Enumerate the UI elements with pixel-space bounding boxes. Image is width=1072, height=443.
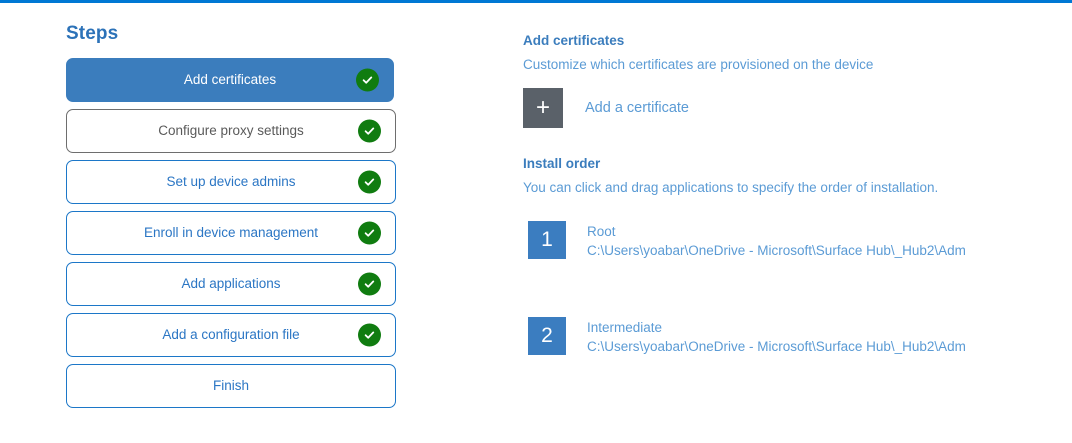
install-order-item[interactable]: 1 Root C:\Users\yoabar\OneDrive - Micros… xyxy=(523,221,1053,260)
step-button-set-up-device-admins[interactable]: Set up device admins xyxy=(66,160,396,204)
step-button-finish[interactable]: Finish xyxy=(66,364,396,408)
wizard-page: Steps Add certificates Configure proxy s… xyxy=(0,3,1072,443)
check-circle-icon xyxy=(358,324,381,347)
check-circle-icon xyxy=(358,171,381,194)
detail-panel: Add certificates Customize which certifi… xyxy=(523,3,1053,414)
step-label: Set up device admins xyxy=(166,175,295,189)
install-order-title: Install order xyxy=(523,156,1053,171)
step-button-enroll-in-device-management[interactable]: Enroll in device management xyxy=(66,211,396,255)
install-order-subtitle: You can click and drag applications to s… xyxy=(523,180,1053,195)
add-certificates-title: Add certificates xyxy=(523,33,1053,48)
step-button-add-a-configuration-file[interactable]: Add a configuration file xyxy=(66,313,396,357)
install-item-text: Intermediate C:\Users\yoabar\OneDrive - … xyxy=(587,317,966,356)
steps-list: Add certificates Configure proxy setting… xyxy=(66,58,398,408)
step-label: Add applications xyxy=(181,277,280,291)
steps-panel: Steps Add certificates Configure proxy s… xyxy=(66,3,398,415)
check-circle-icon xyxy=(358,273,381,296)
certificate-name: Intermediate xyxy=(587,318,966,337)
install-item-text: Root C:\Users\yoabar\OneDrive - Microsof… xyxy=(587,221,966,260)
step-label: Add a configuration file xyxy=(162,328,299,342)
step-button-add-applications[interactable]: Add applications xyxy=(66,262,396,306)
order-number-badge: 2 xyxy=(528,317,566,355)
step-button-configure-proxy-settings[interactable]: Configure proxy settings xyxy=(66,109,396,153)
check-circle-icon xyxy=(356,69,379,92)
step-label: Configure proxy settings xyxy=(158,124,304,138)
step-label: Add certificates xyxy=(184,73,276,87)
check-circle-icon xyxy=(358,120,381,143)
add-a-certificate-link[interactable]: Add a certificate xyxy=(585,100,689,116)
plus-icon: + xyxy=(536,96,550,120)
install-order-list: 1 Root C:\Users\yoabar\OneDrive - Micros… xyxy=(523,221,1053,357)
certificate-name: Root xyxy=(587,222,966,241)
steps-heading: Steps xyxy=(66,23,398,45)
add-certificates-subtitle: Customize which certificates are provisi… xyxy=(523,57,1053,72)
certificate-path: C:\Users\yoabar\OneDrive - Microsoft\Sur… xyxy=(587,337,966,356)
add-certificate-row[interactable]: + Add a certificate xyxy=(523,88,1053,128)
step-label: Finish xyxy=(213,379,249,393)
plus-icon-button[interactable]: + xyxy=(523,88,563,128)
certificate-path: C:\Users\yoabar\OneDrive - Microsoft\Sur… xyxy=(587,241,966,260)
order-number-badge: 1 xyxy=(528,221,566,259)
step-label: Enroll in device management xyxy=(144,226,318,240)
step-button-add-certificates[interactable]: Add certificates xyxy=(66,58,394,102)
check-circle-icon xyxy=(358,222,381,245)
install-order-item[interactable]: 2 Intermediate C:\Users\yoabar\OneDrive … xyxy=(523,317,1053,356)
